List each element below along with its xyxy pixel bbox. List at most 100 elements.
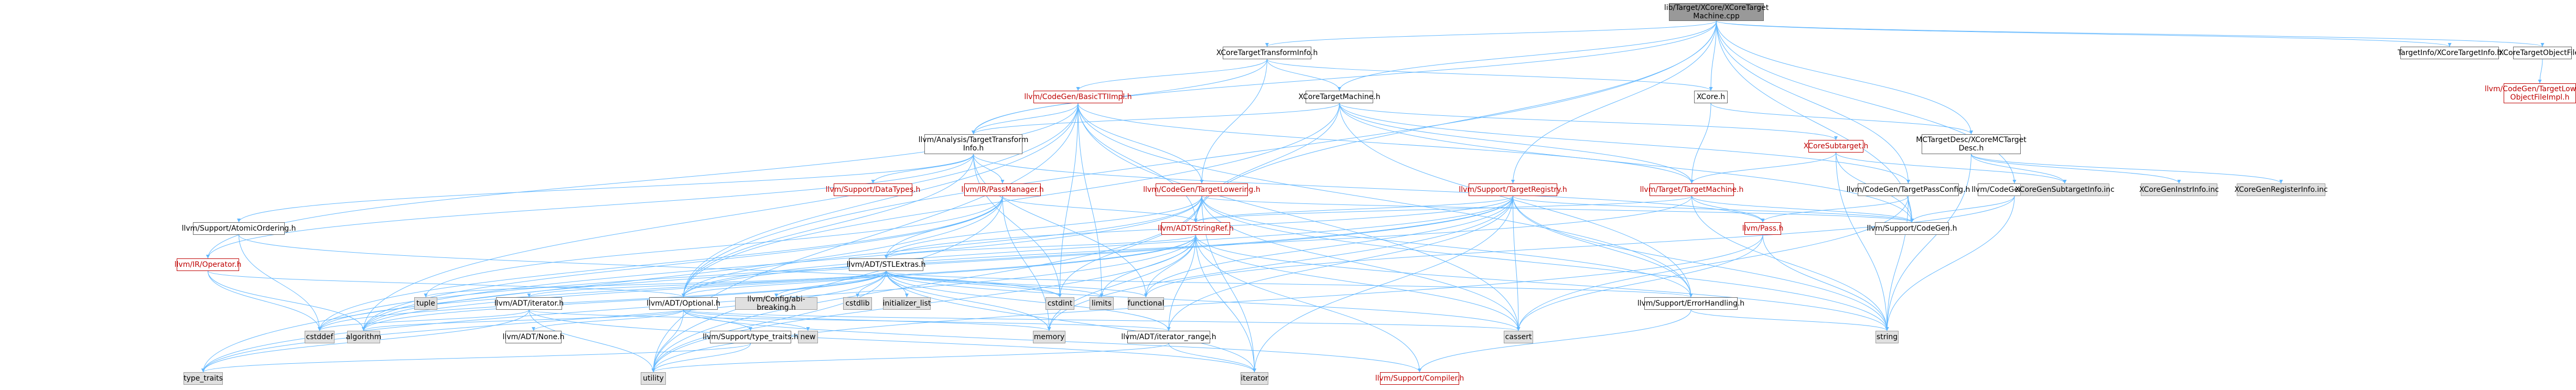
node-strref[interactable]: llvm/ADT/StringRef.h — [1158, 222, 1234, 235]
dependency-edge — [972, 103, 1079, 135]
node-label: llvm/ADT/iterator.h — [494, 299, 564, 308]
node-aopt[interactable]: llvm/ADT/Optional.h — [646, 297, 720, 310]
node-xtm[interactable]: XCoreTargetMachine.h — [1298, 91, 1381, 103]
node-label: llvm/ADT/StringRef.h — [1158, 224, 1234, 233]
node-iroper[interactable]: llvm/IR/Operator.h — [174, 258, 242, 271]
dependency-edge — [318, 234, 1196, 331]
node-pass[interactable]: llvm/Pass.h — [1742, 222, 1784, 235]
dependency-edge — [362, 270, 887, 331]
node-xtti[interactable]: XCoreTargetTransformInfo.h — [1216, 47, 1318, 59]
node-stlext[interactable]: llvm/ADT/STLExtras.h — [847, 258, 925, 271]
dependency-edge — [1076, 59, 1267, 91]
dependency-edge — [1516, 234, 1763, 331]
dependency-edge — [1201, 196, 1693, 298]
node-cgtlof[interactable]: llvm/CodeGen/TargetLowering ObjectFileIm… — [2485, 83, 2576, 103]
node-label: llvm/CodeGen/TargetLowering.h — [1143, 186, 1260, 194]
dependency-edge — [1047, 234, 1196, 331]
node-iterator: iterator — [1241, 372, 1268, 385]
node-atti[interactable]: llvm/Analysis/TargetTransform Info.h — [919, 134, 1028, 154]
dependency-edge — [1195, 234, 1256, 373]
dependency-edge — [1077, 103, 1521, 331]
dependency-edge — [206, 103, 1079, 259]
node-label: XCoreTargetObjectFile.h — [2498, 49, 2576, 57]
dependency-edge — [1077, 103, 1693, 298]
dependency-edge — [201, 343, 751, 373]
node-label: llvm/Pass.h — [1742, 224, 1784, 233]
dependency-edge — [1144, 196, 1513, 298]
node-label: string — [1876, 333, 1898, 341]
dependency-edge — [1885, 196, 2015, 331]
node-label: lib/Target/XCore/XCoreTarget Machine.cpp — [1664, 4, 1769, 20]
node-str[interactable]: llvm/Support/TargetRegistry.h — [1459, 183, 1567, 196]
dependency-edge — [682, 270, 887, 298]
dependency-edge — [1716, 20, 1910, 184]
dependency-edge — [1339, 103, 1914, 223]
dependency-edge — [1195, 234, 1421, 373]
node-label: llvm/Support/DataTypes.h — [825, 186, 921, 194]
dependency-edge — [651, 103, 1079, 373]
node-cfgab: llvm/Config/abi-breaking.h — [735, 295, 817, 312]
dependency-edge — [1077, 103, 1104, 298]
dependency-edge — [1144, 196, 2015, 298]
node-irpm[interactable]: llvm/IR/PassManager.h — [961, 183, 1044, 196]
node-typetraits: type_traits — [184, 372, 223, 385]
node-anone[interactable]: llvm/ADT/None.h — [503, 331, 564, 343]
node-xsub[interactable]: XCoreSubtarget.h — [1804, 140, 1868, 153]
node-stt[interactable]: llvm/Support/type_traits.h — [703, 331, 799, 343]
node-label: llvm/IR/Operator.h — [174, 261, 242, 269]
node-scomp[interactable]: llvm/Support/Compiler.h — [1375, 372, 1464, 385]
node-airange[interactable]: llvm/ADT/iterator_range.h — [1121, 331, 1216, 343]
dependency-edge — [1201, 196, 1889, 331]
node-tpc[interactable]: llvm/CodeGen/TargetPassConfig.h — [1847, 183, 1970, 196]
node-label: XCoreSubtarget.h — [1803, 142, 1869, 150]
dependency-edge — [1058, 103, 1079, 298]
dependency-edge — [1077, 103, 1694, 184]
node-cgh[interactable]: llvm/Support/CodeGen.h — [1867, 222, 1957, 235]
dependency-edge — [1058, 196, 1202, 298]
node-label: llvm/CodeGen/TargetLowering ObjectFileIm… — [2484, 85, 2576, 102]
node-aiter[interactable]: llvm/ADT/iterator.h — [494, 297, 564, 310]
node-sdt[interactable]: llvm/Support/DataTypes.h — [826, 183, 920, 196]
node-cassert: cassert — [1504, 331, 1533, 343]
dependency-edge — [424, 196, 1003, 298]
node-xtof[interactable]: XCoreTargetObjectFile.h — [2499, 47, 2576, 59]
node-algorithm: algorithm — [346, 331, 381, 343]
node-seh[interactable]: llvm/Support/ErrorHandling.h — [1637, 297, 1744, 310]
node-mcdesc[interactable]: MCTargetDesc/XCoreMCTarget Desc.h — [1916, 134, 2027, 154]
dependency-edge — [1716, 20, 2017, 184]
node-sao[interactable]: llvm/Support/AtomicOrdering.h — [182, 222, 296, 235]
dependency-edge — [532, 309, 684, 331]
node-label: cstdlib — [845, 299, 870, 308]
dependency-edge — [237, 154, 974, 223]
dependency-edge — [424, 270, 887, 298]
node-xcoreh[interactable]: XCore.h — [1694, 91, 1728, 103]
dependency-edge — [886, 270, 1521, 331]
node-memory: memory — [1033, 331, 1065, 343]
dependency-edge — [1339, 103, 1910, 184]
node-root[interactable]: lib/Target/XCore/XCoreTarget Machine.cpp — [1664, 3, 1769, 21]
dependency-edge — [1002, 196, 1051, 331]
node-ttm[interactable]: llvm/Target/TargetMachine.h — [1640, 183, 1743, 196]
dependency-edge — [1513, 196, 1889, 331]
dependency-edge — [886, 270, 1051, 331]
dependency-edge — [1971, 154, 2181, 184]
node-cstddef: cstddef — [305, 331, 335, 343]
dependency-edge — [683, 309, 1051, 331]
node-label: cassert — [1505, 333, 1532, 341]
node-utility: utility — [641, 372, 666, 385]
dependency-edge — [886, 270, 1148, 298]
node-label: llvm/Support/TargetRegistry.h — [1459, 186, 1567, 194]
dependency-edge — [973, 154, 1005, 184]
node-xreg: XCoreGenRegisterInfo.inc — [2234, 183, 2328, 196]
node-label: utility — [643, 374, 664, 383]
dependency-edge — [1716, 20, 1973, 135]
dependency-edge — [1836, 152, 2067, 184]
node-cgtl[interactable]: llvm/CodeGen/TargetLowering.h — [1143, 183, 1260, 196]
node-bttimpl[interactable]: llvm/CodeGen/BasicTTIImpl.h — [1024, 91, 1132, 103]
dependency-edge — [1710, 103, 1973, 135]
dependency-edge — [683, 309, 1520, 331]
node-tixti[interactable]: TargetInfo/XCoreTargetInfo.h — [2398, 47, 2502, 59]
dependency-edge — [682, 103, 1079, 298]
dependency-edge — [2538, 59, 2543, 84]
